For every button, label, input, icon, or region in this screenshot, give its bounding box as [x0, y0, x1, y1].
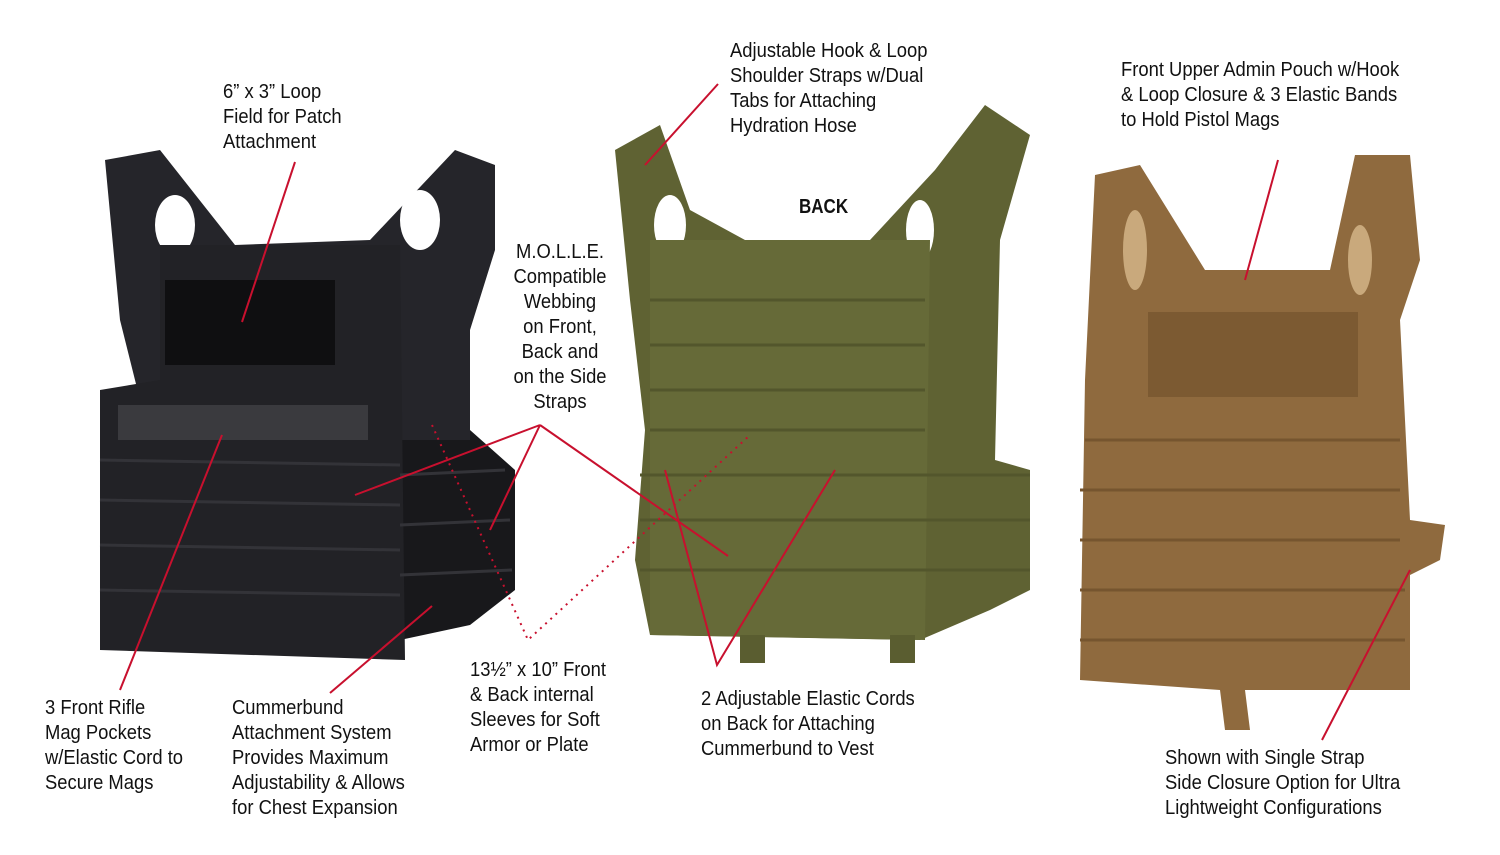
line-molle-3: [539, 424, 729, 557]
coyote-vest: [1080, 155, 1445, 730]
callout-molle: M.O.L.L.E. Compatible Webbing on Front, …: [513, 241, 607, 413]
olive-vest: [615, 105, 1030, 663]
callout-lines: [119, 83, 1411, 741]
line-rifle-mag: [119, 434, 223, 691]
line-cummerbund: [329, 605, 433, 694]
line-single-strap: [1321, 569, 1411, 741]
line-shoulder-straps: [644, 83, 719, 166]
callout-rifle-mag: 3 Front Rifle Mag Pockets w/Elastic Cord…: [45, 697, 184, 794]
callout-shoulder-straps: Adjustable Hook & Loop Shoulder Straps w…: [730, 40, 928, 137]
callout-elastic-cords: 2 Adjustable Elastic Cords on Back for A…: [701, 688, 915, 760]
callout-loop-field: 6” x 3” Loop Field for Patch Attachment: [223, 81, 342, 153]
line-molle-2: [489, 424, 541, 531]
back-view-label: BACK: [799, 196, 849, 218]
callout-cummerbund: Cummerbund Attachment System Provides Ma…: [232, 697, 405, 819]
callout-single-strap: Shown with Single Strap Side Closure Opt…: [1165, 747, 1401, 819]
line-sleeves: [431, 424, 751, 642]
line-elastic-cords: [664, 469, 836, 668]
callout-admin-pouch: Front Upper Admin Pouch w/Hook & Loop Cl…: [1121, 59, 1400, 131]
line-admin-pouch: [1244, 159, 1279, 281]
callout-sleeves: 13½” x 10” Front & Back internal Sleeves…: [470, 659, 607, 756]
line-loop-field: [241, 161, 296, 323]
black-vest: [99, 150, 515, 660]
line-molle-1: [354, 424, 541, 496]
